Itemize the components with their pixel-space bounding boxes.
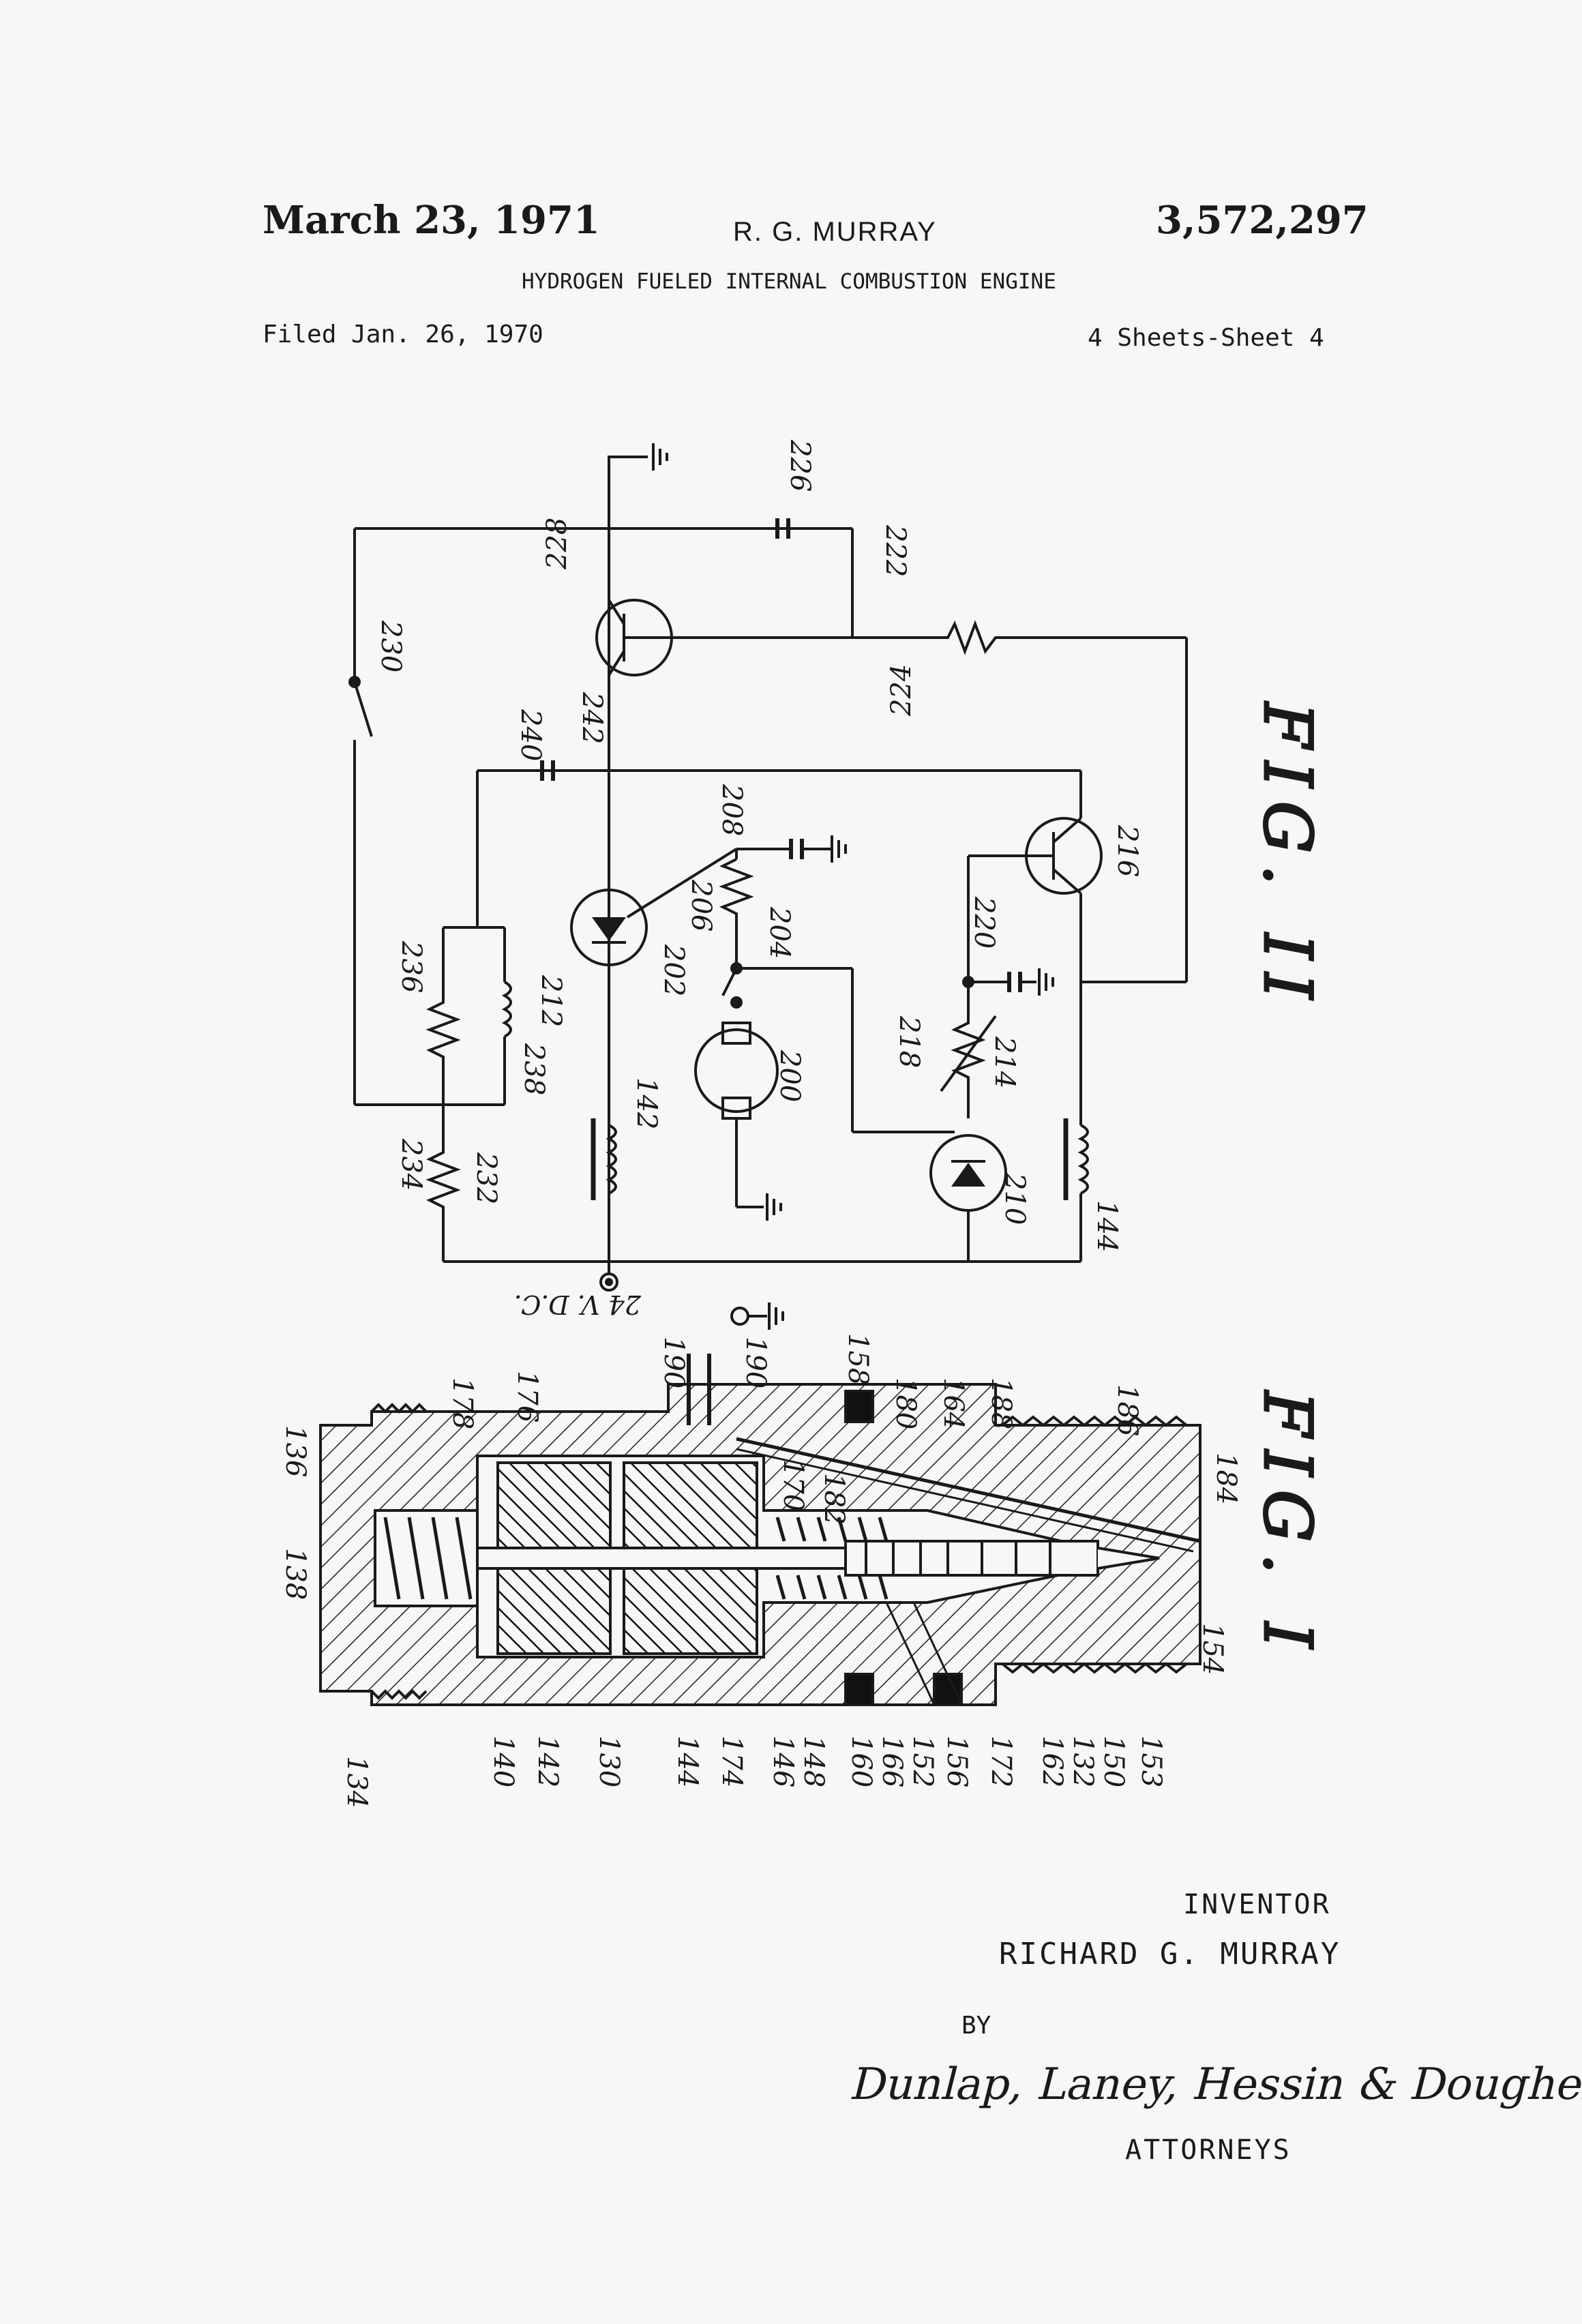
ref-182: 182 (818, 1473, 850, 1525)
ref-152: 152 (907, 1735, 938, 1787)
ref-178: 178 (447, 1377, 478, 1429)
ref-136: 136 (280, 1425, 311, 1477)
ref-164: 164 (938, 1377, 969, 1429)
ref-148: 148 (798, 1735, 829, 1787)
ref-144-circuit: 144 (1091, 1200, 1122, 1252)
ref-190b: 190 (740, 1337, 771, 1388)
ref-236: 236 (395, 940, 427, 993)
ref-220: 220 (968, 896, 1000, 949)
circuit-labels: 226 222 228 230 224 240 242 208 206 204 … (375, 439, 1143, 1320)
ref-166: 166 (876, 1735, 908, 1787)
ref-204: 204 (764, 906, 795, 959)
ref-134: 134 (341, 1756, 372, 1808)
ref-140: 140 (488, 1735, 519, 1787)
ref-206: 206 (685, 879, 717, 932)
ref-188: 188 (985, 1377, 1017, 1429)
attorneys-label: ATTORNEYS (1125, 2134, 1292, 2166)
ref-180: 180 (890, 1377, 921, 1429)
ref-234: 234 (395, 1138, 427, 1191)
ref-214: 214 (989, 1036, 1020, 1088)
switch-230 (355, 682, 372, 736)
ref-230: 230 (375, 620, 406, 672)
ref-240: 240 (515, 709, 546, 761)
ref-224: 224 (886, 664, 917, 717)
ref-162: 162 (1036, 1735, 1068, 1787)
ref-190a: 190 (658, 1337, 689, 1388)
ref-218: 218 (893, 1015, 925, 1068)
ref-200: 200 (774, 1049, 805, 1102)
supply-label: 24 V. D.C. (514, 1290, 642, 1320)
ref-222: 222 (880, 524, 911, 577)
ref-186: 186 (1111, 1384, 1143, 1436)
ref-158: 158 (842, 1333, 874, 1385)
ref-130: 130 (593, 1735, 625, 1787)
ref-170: 170 (777, 1459, 809, 1511)
ref-142-circuit: 142 (631, 1077, 662, 1129)
ref-208: 208 (716, 784, 747, 836)
ref-176: 176 (511, 1371, 543, 1422)
ref-210: 210 (999, 1172, 1030, 1225)
fig-label-bottom: FIG. I (1249, 1390, 1326, 1662)
ref-172: 172 (985, 1735, 1017, 1787)
ref-212: 212 (535, 974, 567, 1027)
ref-154: 154 (1197, 1623, 1228, 1675)
inventor-label: INVENTOR (1183, 1889, 1331, 1920)
ref-138: 138 (280, 1548, 311, 1600)
ref-174: 174 (716, 1735, 747, 1787)
inventor-name: RICHARD G. MURRAY (999, 1937, 1341, 1971)
ref-156: 156 (941, 1735, 972, 1787)
ref-150: 150 (1098, 1735, 1129, 1787)
ref-238: 238 (518, 1043, 550, 1095)
ref-160: 160 (846, 1735, 877, 1787)
figure-labels: FIG. II FIG. I (1249, 701, 1326, 1662)
ref-184: 184 (1210, 1452, 1242, 1504)
ref-132: 132 (1067, 1735, 1099, 1787)
by-label: BY (961, 2012, 991, 2040)
fig-label-top: FIG. II (1249, 701, 1326, 1013)
ref-228: 228 (541, 518, 573, 570)
ref-153: 153 (1135, 1735, 1167, 1787)
ref-144: 144 (672, 1735, 703, 1787)
attorney-signature: Dunlap, Laney, Hessin & Dougherty (846, 2059, 1582, 2110)
ref-242: 242 (576, 691, 608, 744)
ref-142: 142 (532, 1735, 563, 1787)
ref-146: 146 (767, 1735, 799, 1787)
ref-202: 202 (658, 944, 689, 996)
ref-216: 216 (1111, 824, 1143, 877)
ref-232: 232 (471, 1152, 502, 1204)
ref-226: 226 (784, 439, 816, 492)
